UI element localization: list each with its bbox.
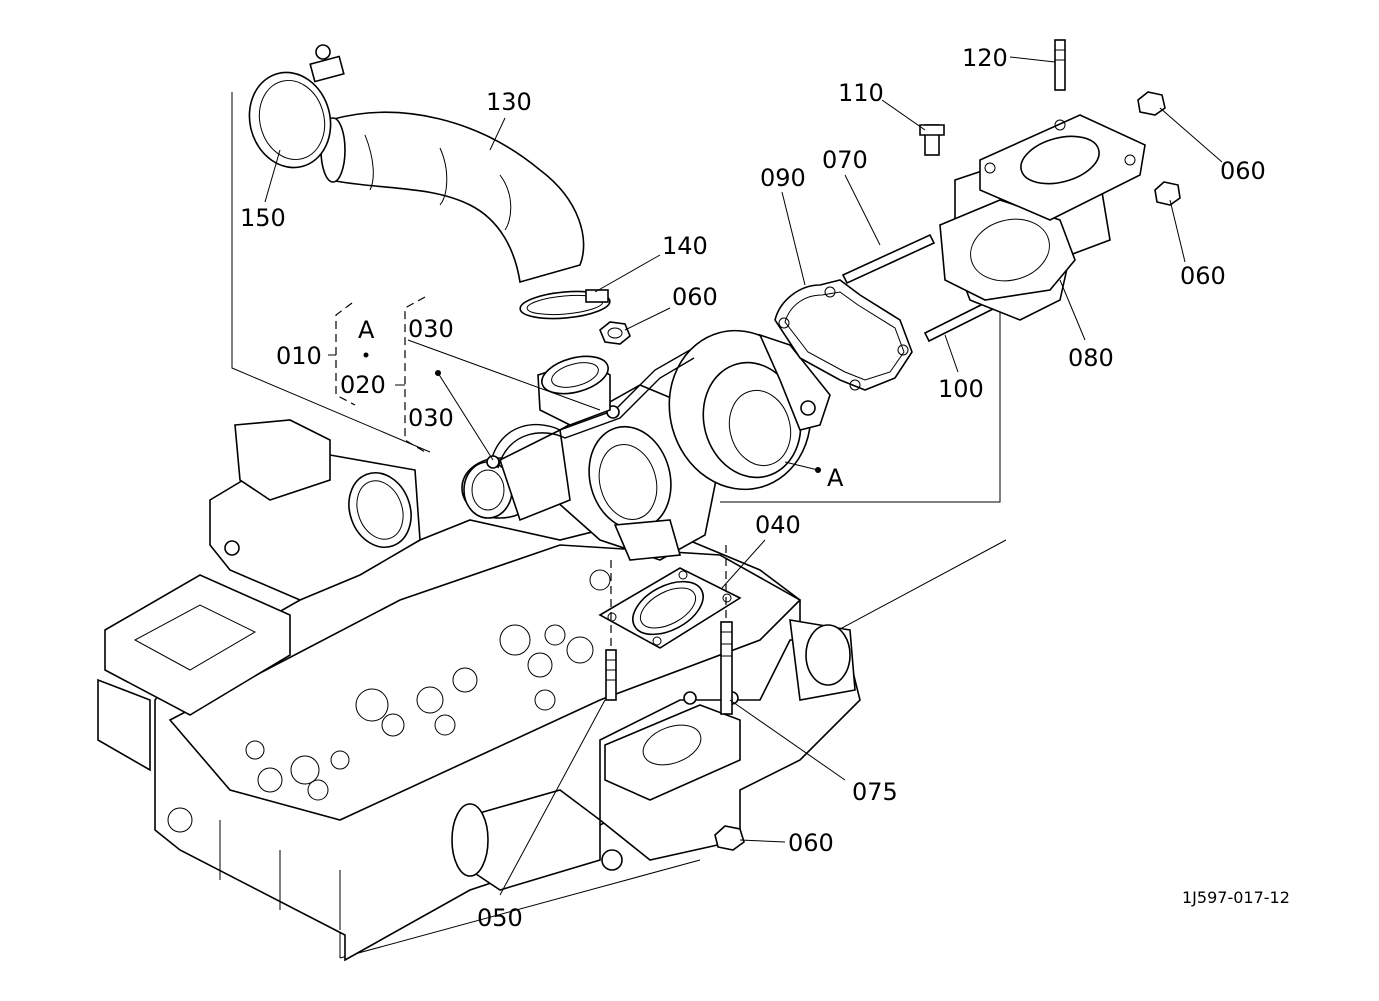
callout-030-top: 030 bbox=[408, 315, 454, 343]
studs bbox=[605, 545, 733, 715]
turbocharger bbox=[461, 329, 831, 561]
callout-020: 020 bbox=[340, 371, 386, 399]
callout-110: 110 bbox=[838, 79, 884, 107]
callout-ref-a-turbo: A bbox=[827, 464, 844, 492]
callout-ref-a-group: A bbox=[358, 316, 375, 344]
studs-070-100 bbox=[841, 233, 1001, 343]
hose-clamp-150 bbox=[248, 44, 345, 169]
callout-060-right-1: 060 bbox=[1220, 157, 1266, 185]
callout-075: 075 bbox=[852, 778, 898, 806]
intake-hose-130 bbox=[320, 111, 585, 284]
callout-080: 080 bbox=[1068, 344, 1114, 372]
callout-070: 070 bbox=[822, 146, 868, 174]
intake-elbow bbox=[209, 419, 421, 601]
leader-lines bbox=[264, 56, 1223, 896]
exhaust-elbow-080 bbox=[939, 114, 1146, 321]
callout-140: 140 bbox=[662, 232, 708, 260]
callout-060-top: 060 bbox=[672, 283, 718, 311]
exhaust-manifold bbox=[451, 619, 861, 891]
turbo-gasket-040 bbox=[598, 567, 742, 649]
drawing-number: 1J597-017-12 bbox=[1182, 888, 1290, 907]
gasket-090 bbox=[774, 279, 913, 391]
callout-150: 150 bbox=[240, 204, 286, 232]
callout-040: 040 bbox=[755, 511, 801, 539]
nut-060-top bbox=[599, 321, 631, 345]
callout-030-bottom: 030 bbox=[408, 404, 454, 432]
callout-010: 010 bbox=[276, 342, 322, 370]
callout-120: 120 bbox=[962, 44, 1008, 72]
valve-ports bbox=[245, 569, 611, 801]
callout-060-bottom: 060 bbox=[788, 829, 834, 857]
hardware-110-120-060 bbox=[714, 39, 1181, 851]
callout-060-right-2: 060 bbox=[1180, 262, 1226, 290]
callout-100: 100 bbox=[938, 375, 984, 403]
callout-050: 050 bbox=[477, 904, 523, 932]
callout-130: 130 bbox=[486, 88, 532, 116]
callout-labels: 150 130 140 060 A 030 010 020 030 A 040 … bbox=[240, 44, 1290, 932]
callout-090: 090 bbox=[760, 164, 806, 192]
hose-clamp-140 bbox=[519, 289, 611, 320]
